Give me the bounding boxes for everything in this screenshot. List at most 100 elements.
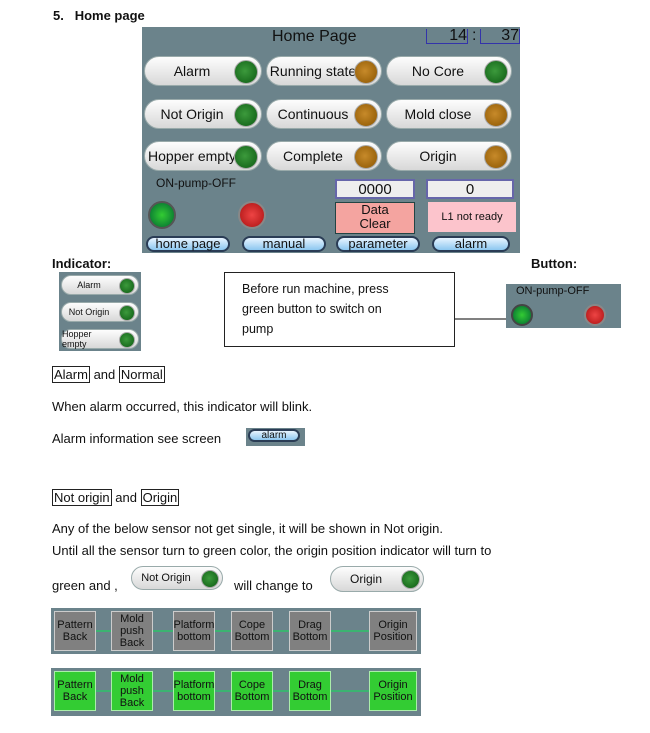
- pill-label: Not Origin: [141, 572, 191, 584]
- clock-minute: 37: [480, 28, 520, 44]
- sensor-cope-bottom: Cope Bottom: [231, 611, 273, 651]
- indicator-label: Running state: [269, 63, 357, 79]
- alarm-button-sample: alarm: [246, 428, 305, 446]
- indicator-label: Not Origin: [160, 106, 224, 122]
- data-clear-button[interactable]: Data Clear: [335, 202, 415, 234]
- indicator-not-origin: Not Origin: [144, 99, 262, 129]
- alarm-normal-line: Alarm and Normal: [52, 366, 165, 383]
- led-icon: [354, 145, 378, 169]
- indicator-label: Alarm: [173, 63, 211, 79]
- nav-home-page[interactable]: home page: [146, 236, 230, 252]
- led-icon: [119, 278, 135, 294]
- section-heading: 5. Home page: [53, 8, 145, 23]
- led-icon: [201, 570, 219, 588]
- led-icon: [119, 305, 135, 321]
- pump-on-button[interactable]: [148, 201, 176, 229]
- sensor-mold-push-back: Mold push Back: [111, 611, 153, 651]
- led-icon: [484, 145, 508, 169]
- indicator-no-core: No Core: [386, 56, 512, 86]
- alarm-text-1: When alarm occurred, this indicator will…: [52, 399, 313, 414]
- indicator-label: No Core: [411, 63, 465, 79]
- sample-not-origin: Not Origin: [61, 302, 139, 322]
- sensor-origin-position: Origin Position: [369, 611, 417, 651]
- term-alarm: Alarm: [52, 366, 90, 383]
- conj: and: [93, 367, 116, 382]
- sensor-strip-ready: Pattern Back Mold push Back Platform botto…: [51, 668, 421, 716]
- counter-display: 0000: [335, 179, 415, 199]
- indicator-label: Hopper empty: [148, 148, 236, 164]
- clock-separator: :: [472, 27, 477, 44]
- pump-off-button[interactable]: [584, 304, 606, 326]
- origin-text-3a: green and ,: [52, 578, 118, 593]
- pill-label: Origin: [349, 572, 382, 586]
- button-sample: ON-pump-OFF: [506, 284, 621, 328]
- led-icon: [234, 145, 258, 169]
- nav-manual[interactable]: manual: [242, 236, 326, 252]
- led-icon: [119, 332, 135, 348]
- sensor-drag-bottom: Drag Bottom: [289, 671, 331, 711]
- led-icon: [354, 103, 378, 127]
- sensor-strip-not-ready: Pattern Back Mold push Back Platform botto…: [51, 608, 421, 654]
- pump-off-button[interactable]: [238, 201, 266, 229]
- led-icon: [234, 103, 258, 127]
- pill-label: Hopper empty: [62, 329, 92, 349]
- section-number: 5.: [53, 8, 64, 23]
- status-message: L1 not ready: [428, 202, 516, 232]
- alarm-button: alarm: [248, 429, 300, 442]
- conj: and: [115, 490, 137, 505]
- sensor-pattern-back: Pattern Back: [54, 611, 96, 651]
- origin-pill: Origin: [330, 566, 424, 592]
- sample-hopper-empty: Hopper empty: [61, 329, 139, 349]
- pump-label: ON-pump-OFF: [516, 285, 590, 297]
- callout-box: Before run machine, press green button t…: [224, 272, 455, 347]
- led-icon: [234, 60, 258, 84]
- indicator-label: Continuous: [277, 106, 349, 122]
- alarm-text-2-label: Alarm information see screen: [52, 431, 222, 446]
- nav-parameter[interactable]: parameter: [336, 236, 420, 252]
- pump-on-button[interactable]: [511, 304, 533, 326]
- sensor-cope-bottom: Cope Bottom: [231, 671, 273, 711]
- section-title: Home page: [74, 8, 145, 23]
- indicator-origin: Origin: [386, 141, 512, 171]
- not-origin-pill: Not Origin: [131, 566, 223, 590]
- sensor-pattern-back: Pattern Back: [54, 671, 96, 711]
- led-icon: [484, 103, 508, 127]
- indicator-label: Complete: [283, 148, 343, 164]
- sensor-origin-position: Origin Position: [369, 671, 417, 711]
- led-icon: [401, 570, 420, 589]
- nav-alarm[interactable]: alarm: [432, 236, 510, 252]
- button-heading: Button:: [531, 256, 578, 271]
- indicator-sample: Alarm Not Origin Hopper empty: [59, 272, 141, 351]
- value-display: 0: [426, 179, 514, 199]
- indicator-hopper-empty: Hopper empty: [144, 141, 262, 171]
- term-normal: Normal: [118, 366, 165, 383]
- home-page-screen: Home Page 14 : 37 Alarm Running state No C…: [142, 27, 520, 253]
- indicator-heading: Indicator:: [52, 256, 112, 271]
- indicator-label: Mold close: [404, 106, 472, 122]
- clock-hour: 14: [426, 28, 468, 44]
- origin-text-3b: will change to: [234, 578, 313, 593]
- sensor-drag-bottom: Drag Bottom: [289, 611, 331, 651]
- pump-label: ON-pump-OFF: [156, 176, 237, 190]
- term-not-origin: Not origin: [52, 489, 112, 506]
- sensor-mold-push-back: Mold push Back: [111, 671, 153, 711]
- origin-text-2: Until all the sensor turn to green color…: [52, 543, 492, 558]
- alarm-text-2: Alarm information see screen: [52, 431, 221, 446]
- indicator-mold-close: Mold close: [386, 99, 512, 129]
- indicator-label: Origin: [419, 148, 457, 164]
- indicator-alarm: Alarm: [144, 56, 262, 86]
- led-icon: [484, 60, 508, 84]
- term-origin: Origin: [140, 489, 180, 506]
- indicator-complete: Complete: [266, 141, 382, 171]
- origin-text-1: Any of the below sensor not get single, …: [52, 521, 443, 536]
- origin-line: Not origin and Origin: [52, 489, 180, 506]
- indicator-running-state: Running state: [266, 56, 382, 86]
- sample-alarm: Alarm: [61, 275, 139, 295]
- sensor-platform-bottom: Platform bottom: [173, 671, 215, 711]
- indicator-continuous: Continuous: [266, 99, 382, 129]
- pill-label: Not Origin: [68, 307, 110, 317]
- led-icon: [354, 60, 378, 84]
- sensor-platform-bottom: Platform bottom: [173, 611, 215, 651]
- pill-label: Alarm: [77, 280, 101, 290]
- screen-title: Home Page: [272, 28, 357, 45]
